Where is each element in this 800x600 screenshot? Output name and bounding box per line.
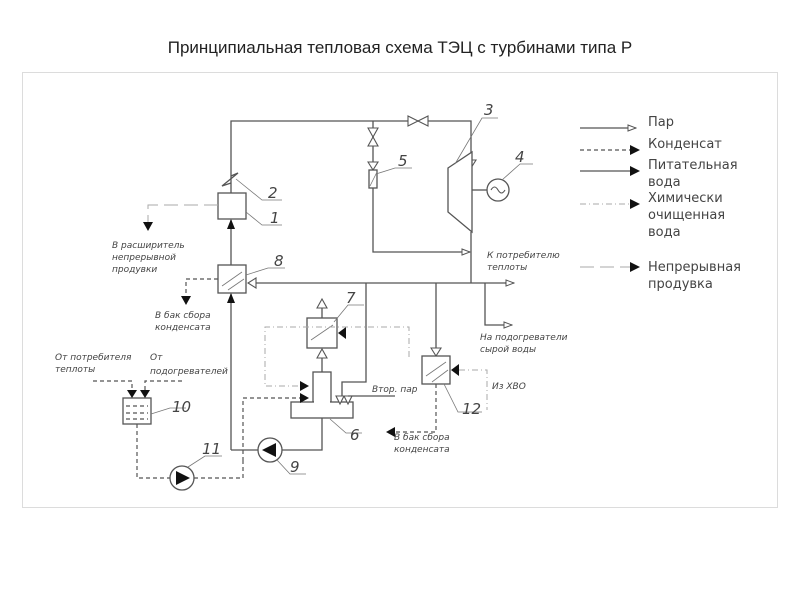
annotation-secondary-steam: Втор. пар (372, 385, 418, 395)
annotation-from-heaters: От подогревателей (150, 353, 228, 377)
legend-item-blowdown: Непрерывная продувка (580, 260, 741, 292)
svg-text:Питательная: Питательная (648, 158, 738, 173)
ac-sine-icon (490, 186, 506, 194)
blowdown-arrow (143, 222, 153, 231)
svg-text:Конденсат: Конденсат (648, 137, 722, 152)
svg-text:непрерывной: непрерывной (112, 253, 176, 263)
annotation-to-tank-1: В бак сбора конденсата (155, 311, 211, 333)
legend-item-condensate: Конденсат (580, 137, 722, 155)
leader-lines (150, 117, 533, 475)
diagram-frame (22, 72, 778, 508)
legend-arrow-feedwater (630, 166, 640, 176)
arrow-to-heater-12 (430, 347, 442, 358)
legend-item-chem-treated: Химически очищенная вода (580, 191, 725, 240)
label-2: 2 (268, 184, 278, 202)
evaporator-7[interactable] (306, 317, 338, 349)
legend-item-steam: Пар (580, 115, 674, 130)
svg-text:вода: вода (648, 175, 681, 190)
label-7: 7 (346, 289, 356, 307)
svg-text:От: От (150, 353, 163, 363)
svg-text:Химически: Химически (648, 191, 723, 206)
main-steam-line (221, 115, 477, 252)
arrow-7-side (338, 327, 346, 339)
page-title: Принципиальная тепловая схема ТЭЦ с турб… (167, 38, 633, 57)
svg-text:очищенная: очищенная (648, 208, 725, 223)
label-12: 12 (462, 400, 481, 418)
condensate-pump-11[interactable] (169, 465, 195, 491)
arrow-into-12 (451, 364, 459, 376)
arrow-into-6-b (300, 393, 309, 403)
generator-4[interactable] (486, 178, 510, 202)
label-11: 11 (202, 440, 221, 458)
svg-text:теплоты: теплоты (487, 263, 527, 273)
svg-text:От потребителя: От потребителя (55, 353, 132, 363)
arrow-to-rou (367, 161, 379, 172)
arrow-to-heater-8 (246, 277, 257, 289)
valve-main[interactable] (407, 115, 429, 127)
feed-pump-9[interactable] (257, 437, 283, 463)
annotation-to-tank-2: В бак сбора конденсата (394, 433, 450, 455)
svg-text:продувки: продувки (112, 265, 157, 275)
svg-text:сырой воды: сырой воды (480, 345, 536, 355)
svg-text:В расширитель: В расширитель (112, 241, 185, 251)
legend-arrow-condensate (630, 145, 640, 155)
label-10: 10 (172, 398, 191, 416)
svg-text:К потребителю: К потребителю (487, 251, 560, 261)
label-6: 6 (350, 426, 360, 444)
valve-rou[interactable] (367, 127, 379, 147)
annotation-to-heat-consumer: К потребителю теплоты (487, 251, 560, 273)
legend-arrow-blowdown (630, 262, 640, 272)
arrow-up-7 (316, 297, 328, 309)
label-4: 4 (515, 148, 525, 166)
svg-text:конденсата: конденсата (394, 445, 450, 455)
svg-text:продувка: продувка (648, 277, 713, 292)
arrow-into-6-a (300, 381, 309, 391)
svg-text:В бак сбора: В бак сбора (394, 433, 450, 443)
svg-text:Непрерывная: Непрерывная (648, 260, 741, 275)
condensate-arrow-8 (181, 296, 191, 305)
legend-item-feedwater: Питательная вода (580, 158, 738, 190)
hvo-heater-12[interactable] (421, 355, 451, 385)
svg-text:Пар: Пар (648, 115, 674, 130)
condensate-arrow-12 (386, 427, 395, 437)
hp-heater-8[interactable] (217, 264, 247, 294)
svg-text:подогревателей: подогревателей (150, 367, 228, 377)
legend: Пар Конденсат Питательная вода Химически… (580, 115, 741, 292)
boiler-1[interactable] (217, 192, 247, 220)
annotation-from-heat-consumer: От потребителя теплоты (55, 353, 132, 375)
label-8: 8 (274, 252, 284, 270)
superheater-coil (221, 172, 239, 187)
label-5: 5 (398, 152, 408, 170)
turbine-3[interactable] (447, 150, 473, 234)
label-3: 3 (484, 101, 494, 119)
svg-text:конденсата: конденсата (155, 323, 211, 333)
svg-text:вода: вода (648, 225, 681, 240)
label-9: 9 (290, 458, 300, 476)
svg-text:В бак сбора: В бак сбора (155, 311, 211, 321)
deaerator-6[interactable] (290, 371, 354, 419)
svg-text:На подогреватели: На подогреватели (480, 333, 568, 343)
annotation-from-hvo: Из ХВО (492, 382, 526, 392)
svg-text:теплоты: теплоты (55, 365, 95, 375)
annotation-to-expander: В расширитель непрерывной продувки (112, 241, 185, 275)
condensate-tank-10[interactable] (122, 397, 152, 425)
legend-arrow-chem-treated (630, 199, 640, 209)
label-1: 1 (270, 209, 280, 227)
arrow-7-in (316, 347, 328, 359)
annotation-raw-water-heaters: На подогреватели сырой воды (480, 333, 568, 355)
